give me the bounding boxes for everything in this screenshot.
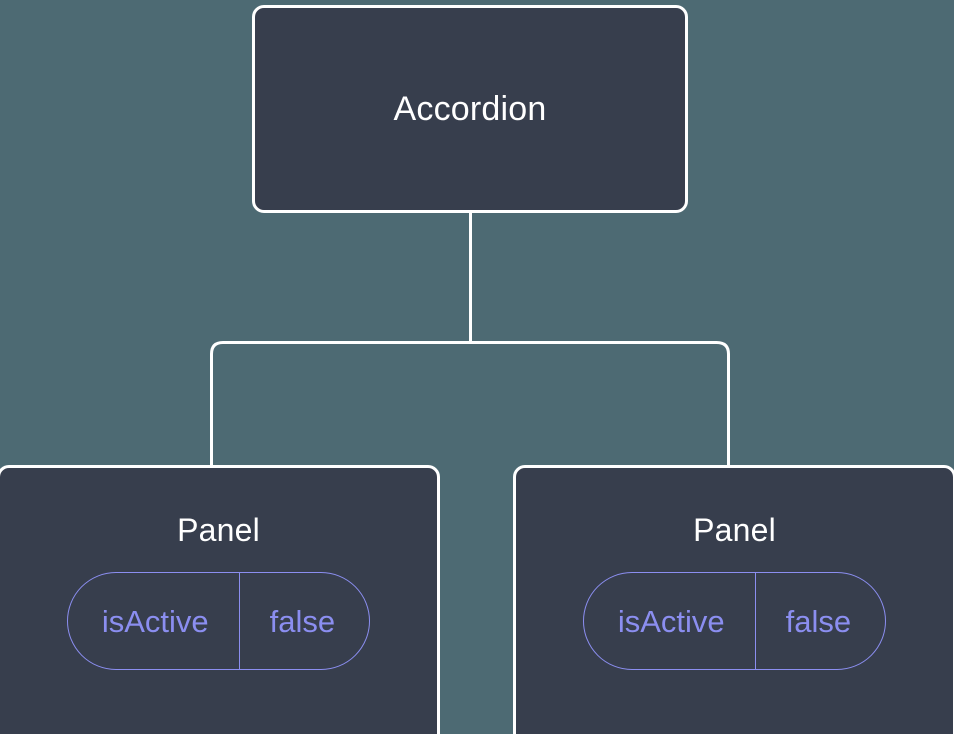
node-accordion[interactable]: Accordion — [252, 5, 688, 213]
state-badge-key-2: isActive — [617, 603, 725, 639]
edge-root-to-panel-right — [470, 341, 730, 467]
edge-root-to-panel-left — [210, 341, 471, 467]
node-panel-2-title: Panel — [693, 512, 776, 548]
node-panel-1[interactable]: Panel isActive false — [0, 465, 440, 734]
node-panel-1-title: Panel — [177, 512, 260, 548]
state-badge-value-2: false — [754, 573, 885, 669]
state-badge-key-1: isActive — [101, 603, 209, 639]
state-badge-isactive-1[interactable]: isActive false — [66, 572, 371, 670]
node-panel-2[interactable]: Panel isActive false — [513, 465, 954, 734]
node-panel-2-state-area: isActive false — [516, 572, 953, 670]
state-badge-isactive-2[interactable]: isActive false — [582, 572, 887, 670]
node-accordion-title: Accordion — [393, 90, 547, 128]
state-badge-value-1: false — [238, 573, 369, 669]
node-panel-1-state-area: isActive false — [0, 572, 437, 670]
